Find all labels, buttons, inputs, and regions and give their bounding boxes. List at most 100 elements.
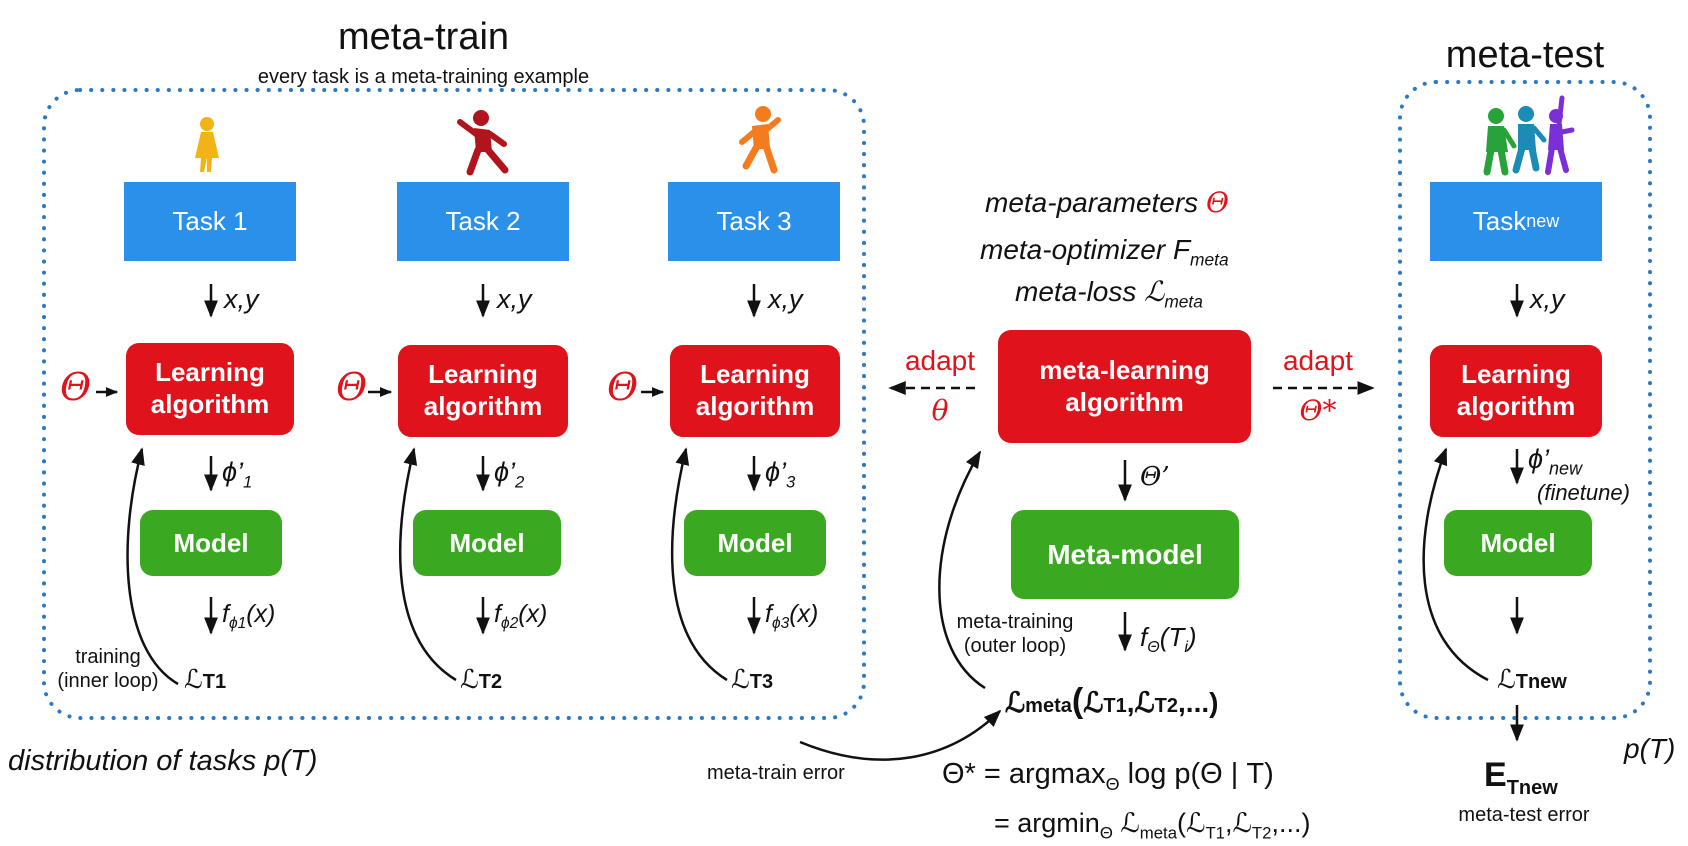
task1-loss-sub: T1 (202, 671, 227, 693)
task1-f-arg: (x) (246, 600, 276, 628)
meta-train-title: meta-train (337, 16, 510, 58)
task3-theta: Θ (607, 365, 639, 409)
task2-box: Task 2 (397, 182, 569, 261)
meta-loss-expr-sep: , (1126, 687, 1135, 718)
person-orange-icon (739, 106, 781, 174)
meta-train-subtitle: every task is a meta-training example (257, 66, 590, 88)
task3-f-sub: ϕ3 (771, 615, 790, 632)
meta-learning-algorithm: meta-learning algorithm (998, 330, 1251, 443)
meta-f: f (1140, 622, 1148, 652)
people-group-icon (1483, 95, 1575, 176)
task1-f-sub: ϕ1 (228, 615, 247, 632)
task2-learning-algorithm: Learning algorithm (398, 345, 568, 437)
meta-model: Meta-model (1011, 510, 1239, 599)
task-new-xy: x,y (1530, 284, 1565, 314)
meta-test-title: meta-test (1445, 34, 1605, 76)
task3-f: f (765, 600, 772, 628)
meta-loss-expr-l2-sub: T2 (1154, 695, 1179, 717)
meta-f-arg: (T (1159, 622, 1185, 652)
task3-loss-sub: T3 (749, 671, 774, 693)
distribution-label: distribution of tasks p(T) (8, 745, 318, 777)
meta-optimizer-sub: meta (1190, 249, 1229, 270)
meta-theta-prime: Θ’ (1140, 462, 1170, 492)
task3-box: Task 3 (668, 182, 840, 261)
meta-test-arrows (1422, 284, 1524, 742)
meta-loss-expr-l1: ℒ (1083, 687, 1104, 718)
task3-phi-sub: 3 (786, 472, 796, 492)
finetune-label: (finetune) (1537, 480, 1630, 505)
equation2-lhs: = argmin (994, 808, 1100, 838)
task-new-label: Task (1472, 206, 1527, 236)
task2-f-sub: ϕ2 (500, 615, 519, 632)
task-new-model: Model (1444, 510, 1592, 576)
task1-f: f (222, 600, 229, 628)
task3-phi: ϕ’ (765, 457, 787, 487)
task3-loss-symbol: ℒ (731, 664, 750, 694)
meta-loss-expr-open: ( (1071, 682, 1084, 720)
task-new-loss-sub: Tnew (1515, 671, 1567, 693)
task3-learning-algorithm: Learning algorithm (670, 345, 840, 437)
equation2-rhs: ℒ (1112, 808, 1140, 838)
task2-theta: Θ (336, 365, 368, 409)
task1-loss-symbol: ℒ (184, 664, 203, 694)
adapt-left-label: adapt (904, 345, 976, 376)
person-darkred-icon (457, 110, 509, 176)
task3-xy: x,y (768, 284, 803, 314)
task-new-phi: ϕ’ (1528, 444, 1550, 474)
task3-arrows (641, 284, 761, 682)
outer-loop-label: meta-training (outer loop) (956, 611, 1074, 657)
meta-arrows (799, 381, 1375, 761)
meta-loss-sub: meta (1164, 291, 1203, 312)
equation2-tail: (ℒ (1177, 808, 1206, 838)
meta-loss-expr-symbol: ℒ (1005, 687, 1026, 718)
meta-f-close: ) (1187, 622, 1197, 652)
task2-model: Model (413, 510, 561, 576)
task1-phi: ϕ’ (222, 457, 244, 487)
adapt-right-label: adapt (1282, 345, 1354, 376)
task1-theta: Θ (60, 365, 92, 409)
task1-phi-sub: 1 (243, 472, 253, 492)
adapt-right-symbol: Θ* (1299, 394, 1337, 427)
meta-f-arg-sub: i (1184, 638, 1188, 657)
task-new-learning-algorithm: Learning algorithm (1430, 345, 1602, 437)
task2-loss-symbol: ℒ (460, 664, 479, 694)
meta-test-error-label: meta-test error (1458, 804, 1590, 826)
task-new-sub: new (1526, 211, 1560, 231)
meta-f-sub: Θ (1147, 638, 1160, 657)
meta-loss-expr-l1-sub: T1 (1103, 695, 1127, 717)
meta-loss-label: meta-loss ℒ (1015, 276, 1165, 307)
equation2-t2-sub: T2 (1251, 823, 1272, 843)
meta-parameters-symbol: Θ (1205, 186, 1229, 219)
meta-parameters-label: meta-parameters (985, 187, 1206, 218)
task1-box: Task 1 (124, 182, 296, 261)
meta-test-distribution-label: p(T) (1624, 733, 1676, 764)
task2-f: f (494, 600, 501, 628)
meta-optimizer-label: meta-optimizer F (980, 234, 1191, 265)
equation1-sub: Θ (1105, 773, 1120, 794)
task2-f-arg: (x) (518, 600, 548, 628)
adapt-left-symbol: θ (931, 394, 949, 427)
meta-loss-expr-rest: ,...) (1178, 687, 1219, 718)
task1-arrows (96, 284, 218, 686)
meta-test-error-symbol: E (1484, 756, 1507, 794)
task2-loss-sub: T2 (478, 671, 503, 693)
task1-learning-algorithm: Learning algorithm (126, 343, 294, 435)
equation2-rhs-sub: meta (1139, 823, 1177, 843)
equation1-rhs: log p(Θ | T) (1119, 758, 1274, 790)
task2-xy: x,y (497, 284, 532, 314)
task-new-loss-symbol: ℒ (1497, 664, 1516, 694)
equation2-end: ,...) (1271, 808, 1311, 838)
equation2-sub: Θ (1099, 823, 1113, 843)
meta-train-region (42, 88, 866, 720)
equation2-mid: ,ℒ (1224, 808, 1252, 838)
meta-loss-expr-l2: ℒ (1134, 687, 1155, 718)
equation2-t1-sub: T1 (1205, 823, 1225, 843)
meta-train-error-label: meta-train error (707, 762, 845, 784)
task3-model: Model (684, 510, 826, 576)
task-new-phi-sub: new (1549, 458, 1583, 479)
task2-arrows (368, 284, 490, 682)
task3-f-arg: (x) (789, 600, 819, 628)
meta-test-region (1398, 80, 1652, 720)
task1-xy: x,y (224, 284, 259, 314)
